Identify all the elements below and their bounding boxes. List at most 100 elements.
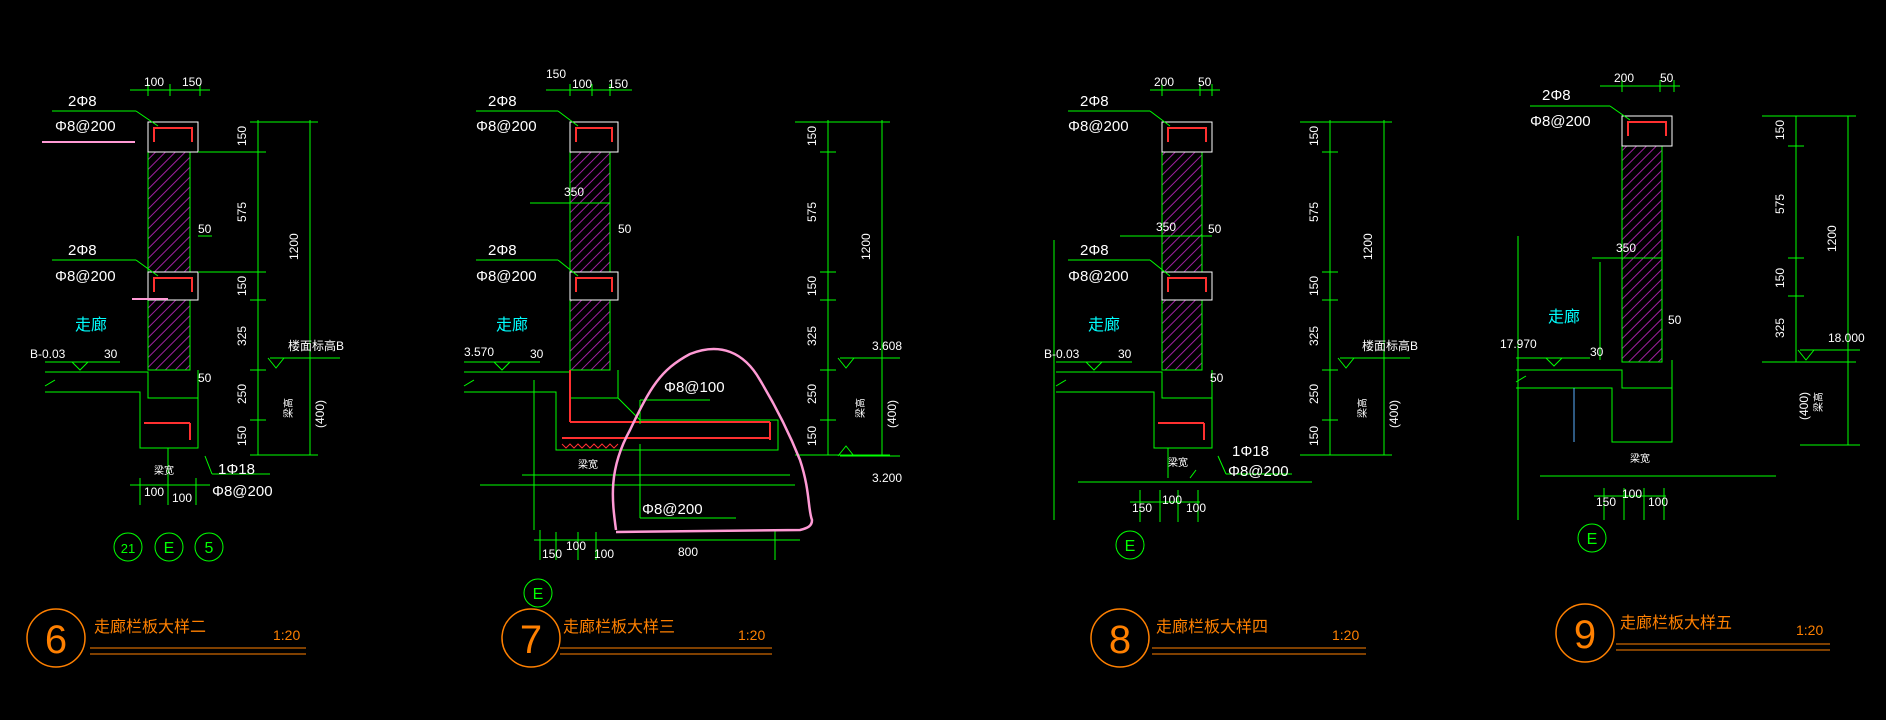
d9-axis-1: E [1587, 531, 1598, 548]
d6-vdim-4: 325 [235, 326, 249, 346]
d9-beam-height: (400) [1797, 392, 1811, 420]
d7-bottom-dim-4: 800 [678, 545, 698, 559]
d6-corridor-label: 走廊 [75, 316, 107, 334]
d7-vdim-3: 150 [805, 276, 819, 296]
d7-rebar-mid-2: Φ8@200 [476, 268, 537, 285]
d8-level-left: B-0.03 [1044, 347, 1080, 361]
d9-bottom-dim-2: 100 [1622, 487, 1642, 501]
d7-rebar-slab-top: Φ8@100 [664, 379, 725, 396]
d7-axis-circle [523, 578, 553, 608]
d6-vdim-6: 150 [235, 426, 249, 446]
d8-vdim-6: 150 [1307, 426, 1321, 446]
d7-number: 7 [520, 618, 542, 662]
d9-title: 走廊栏板大样五 [1620, 614, 1732, 632]
d8-floor-label: 楼面标高B [1362, 338, 1418, 353]
d9-width-label: 350 [1616, 241, 1636, 255]
d7-level-right-top: 3.608 [872, 339, 902, 353]
d7-rebar-top-1: 2Φ8 [488, 93, 517, 110]
d6-title: 走廊栏板大样二 [94, 618, 206, 636]
d8-beam-label: 梁高 [1356, 398, 1369, 418]
d9-bottom-dim-1: 150 [1596, 495, 1616, 509]
d8-title-block: 8 走廊栏板大样四 1:20 [1090, 608, 1366, 668]
d8-axis-1: E [1125, 538, 1136, 555]
d7-axis-1: E [533, 586, 544, 603]
d8-top-dim-1: 200 [1154, 75, 1174, 89]
d9-top-dim-2: 50 [1660, 71, 1674, 85]
detail-8 [1053, 84, 1410, 522]
d9-vdim-4: 325 [1773, 318, 1787, 338]
d9-total-height: 1200 [1825, 225, 1839, 252]
d8-axis-circle [1115, 530, 1145, 560]
d8-beam-width: 梁宽 [1168, 456, 1188, 469]
d7-width-label: 350 [564, 185, 584, 199]
d6-vdim-5: 250 [235, 384, 249, 404]
d6-number: 6 [45, 618, 67, 662]
detail-7 [463, 84, 900, 560]
d8-rebar-mid-1: 2Φ8 [1080, 242, 1109, 259]
d6-vdim-3: 150 [235, 276, 249, 296]
detail-6-labels: 100 150 2Φ8 Φ8@200 2Φ8 Φ8@200 50 50 走廊 B… [30, 75, 344, 505]
d7-rebar-mid-1: 2Φ8 [488, 242, 517, 259]
d7-rebar-top-2: Φ8@200 [476, 118, 537, 135]
d7-scale: 1:20 [738, 627, 765, 643]
d9-level-small: 30 [1590, 345, 1604, 359]
d9-bottom-dim-3: 100 [1648, 495, 1668, 509]
d6-vdim-2: 575 [235, 202, 249, 222]
d8-bottom-dim-3: 100 [1186, 501, 1206, 515]
d6-beam-label: 梁高 [282, 398, 295, 418]
d6-bottom-dim-1: 100 [144, 485, 164, 499]
d7-bottom-dim-1: 150 [542, 547, 562, 561]
d6-vdim-1: 150 [235, 126, 249, 146]
d9-number: 9 [1574, 613, 1596, 657]
d8-width-label: 350 [1156, 220, 1176, 234]
d6-top-dim-2: 150 [182, 75, 202, 89]
d7-title-block: 7 走廊栏板大样三 1:20 [501, 608, 772, 668]
d7-top-dim-1: 150 [546, 67, 566, 81]
d9-top-dim-1: 200 [1614, 71, 1634, 85]
d8-rebar-top-1: 2Φ8 [1080, 93, 1109, 110]
d6-beam-height: (400) [313, 400, 327, 428]
d8-scale: 1:20 [1332, 627, 1359, 643]
d8-rebar-bottom-1: 1Φ18 [1232, 443, 1269, 460]
d6-side-note: 50 [198, 222, 212, 236]
d7-markup-cloud [611, 347, 814, 534]
detail-7-labels: 150 100 150 2Φ8 Φ8@200 2Φ8 Φ8@200 350 50… [464, 67, 902, 561]
d9-vdim-1: 150 [1773, 120, 1787, 140]
d7-rebar-slab-bottom: Φ8@200 [642, 501, 703, 518]
d6-scale: 1:20 [273, 627, 300, 643]
d8-vdim-2: 575 [1307, 202, 1321, 222]
d6-rebar-mid-1: 2Φ8 [68, 242, 97, 259]
d7-beam-width: 梁宽 [578, 458, 598, 471]
d6-side-note-2: 50 [198, 371, 212, 385]
d8-total-height: 1200 [1361, 233, 1375, 260]
d8-vdim-4: 325 [1307, 326, 1321, 346]
d7-side-note: 50 [618, 222, 632, 236]
detail-9 [1515, 80, 1860, 520]
d7-level-left: 3.570 [464, 345, 494, 359]
d9-vdim-2: 575 [1773, 194, 1787, 214]
d7-corridor-label: 走廊 [496, 316, 528, 334]
d6-beam-width: 梁宽 [154, 464, 174, 477]
d8-vdim-3: 150 [1307, 276, 1321, 296]
d8-side-note: 50 [1208, 222, 1222, 236]
d9-level-right: 18.000 [1828, 331, 1865, 345]
d9-title-block: 9 走廊栏板大样五 1:20 [1555, 603, 1830, 663]
d6-floor-label: 楼面标高B [288, 338, 344, 353]
d6-axis-2: E [164, 540, 175, 557]
d7-level-right-bottom: 3.200 [872, 471, 902, 485]
d9-rebar-top-1: 2Φ8 [1542, 87, 1571, 104]
detail-9-labels: 200 50 2Φ8 Φ8@200 350 50 走廊 17.970 30 18… [1500, 71, 1865, 509]
d7-vdim-2: 575 [805, 202, 819, 222]
d7-vdim-6: 150 [805, 426, 819, 446]
d7-vdim-4: 325 [805, 326, 819, 346]
d6-axis-circles [113, 532, 224, 562]
d9-side-note: 50 [1668, 313, 1682, 327]
d8-top-dim-2: 50 [1198, 75, 1212, 89]
d6-rebar-top-2: Φ8@200 [55, 118, 116, 135]
d8-title: 走廊栏板大样四 [1156, 618, 1268, 636]
d6-rebar-bottom-1: 1Φ18 [218, 461, 255, 478]
d6-rebar-mid-2: Φ8@200 [55, 268, 116, 285]
d6-rebar-bottom-2: Φ8@200 [212, 483, 273, 500]
d6-rebar-top-1: 2Φ8 [68, 93, 97, 110]
